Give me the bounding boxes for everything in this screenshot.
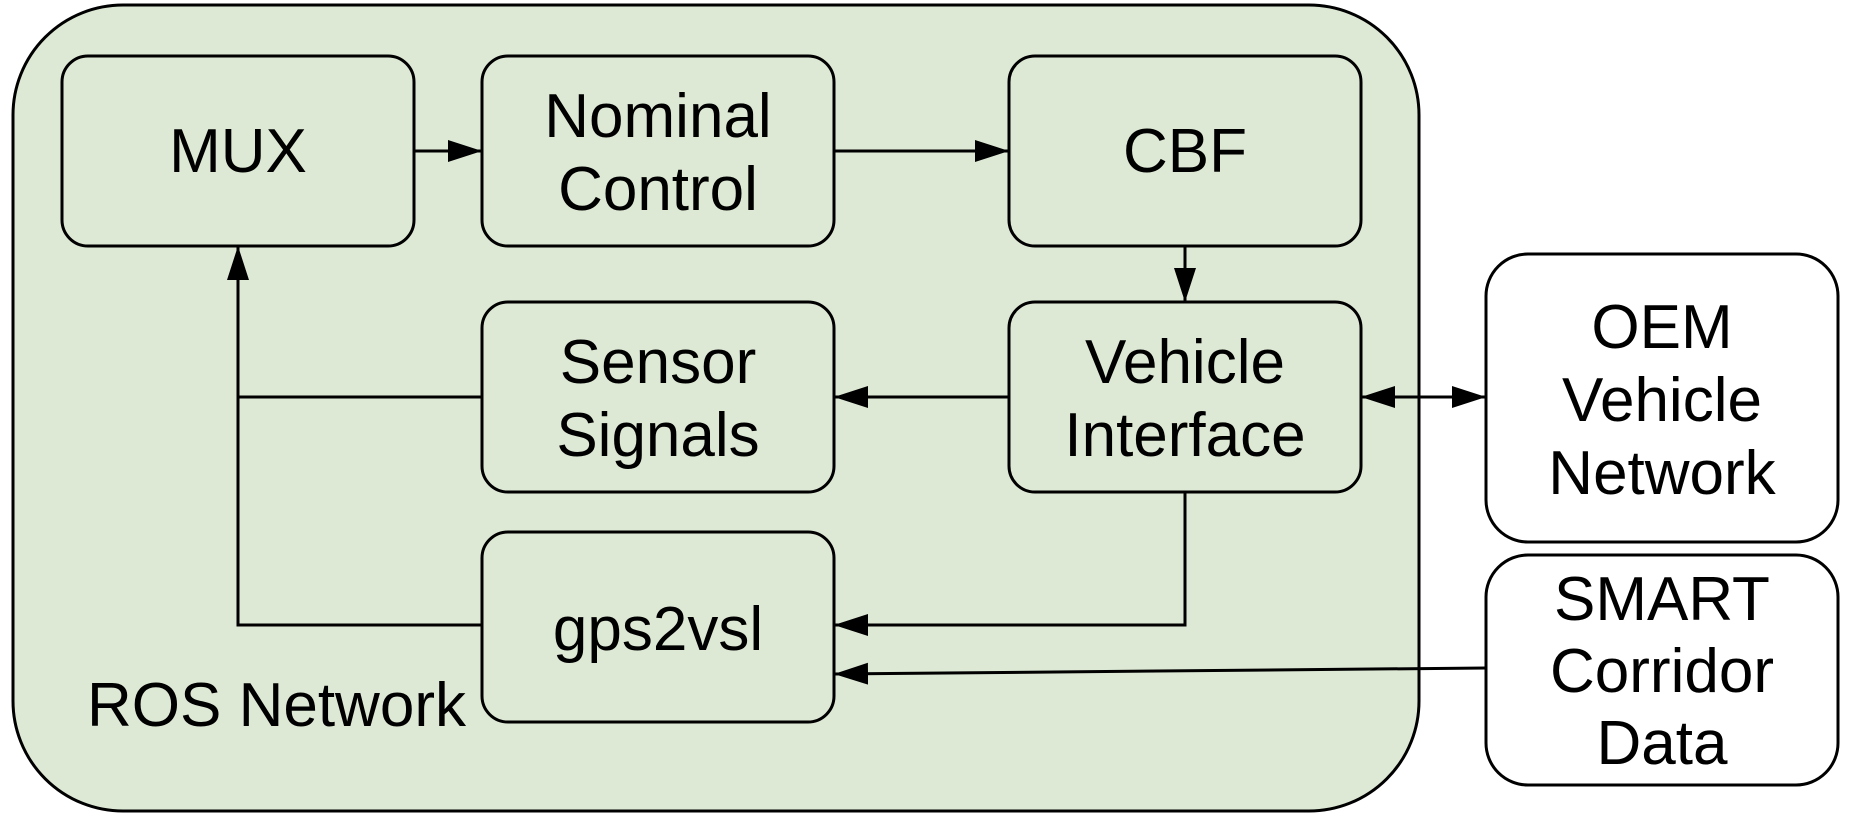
node-smart-corridor-data: SMART Corridor Data [1484, 553, 1840, 787]
oem-network-label-line2: Vehicle [1562, 366, 1762, 435]
nominal-control-label-line1: Nominal [544, 82, 771, 151]
node-cbf: CBF [1007, 54, 1363, 248]
node-oem-vehicle-network: OEM Vehicle Network [1484, 252, 1840, 544]
smart-corridor-label-line3: Data [1597, 709, 1728, 778]
node-sensor-signals: Sensor Signals [480, 300, 836, 494]
oem-network-label-line3: Network [1548, 439, 1776, 508]
edge-smart-corridor-to-gps2vsl [833, 662, 1487, 685]
ros-network-label: ROS Network [87, 671, 467, 740]
node-nominal-control: Nominal Control [480, 54, 836, 248]
oem-network-label-line1: OEM [1591, 293, 1732, 362]
nominal-control-label-line2: Control [558, 155, 758, 224]
edge-vehicle-interface-to-gps2vsl [834, 492, 1187, 636]
smart-corridor-label-line2: Corridor [1550, 637, 1774, 706]
smart-corridor-label-line1: SMART [1554, 565, 1770, 634]
sensor-signals-label-line1: Sensor [560, 328, 756, 397]
mux-label: MUX [169, 117, 307, 186]
edge-gps2vsl-to-mux [236, 397, 482, 627]
gps2vsl-label: gps2vsl [553, 595, 763, 664]
cbf-label: CBF [1123, 117, 1247, 186]
vehicle-interface-label-line2: Interface [1064, 401, 1305, 470]
node-mux: MUX [60, 54, 416, 248]
sensor-signals-label-line2: Signals [556, 401, 759, 470]
vehicle-interface-label-line1: Vehicle [1085, 328, 1285, 397]
node-gps2vsl: gps2vsl [480, 530, 836, 724]
node-vehicle-interface: Vehicle Interface [1007, 300, 1363, 494]
